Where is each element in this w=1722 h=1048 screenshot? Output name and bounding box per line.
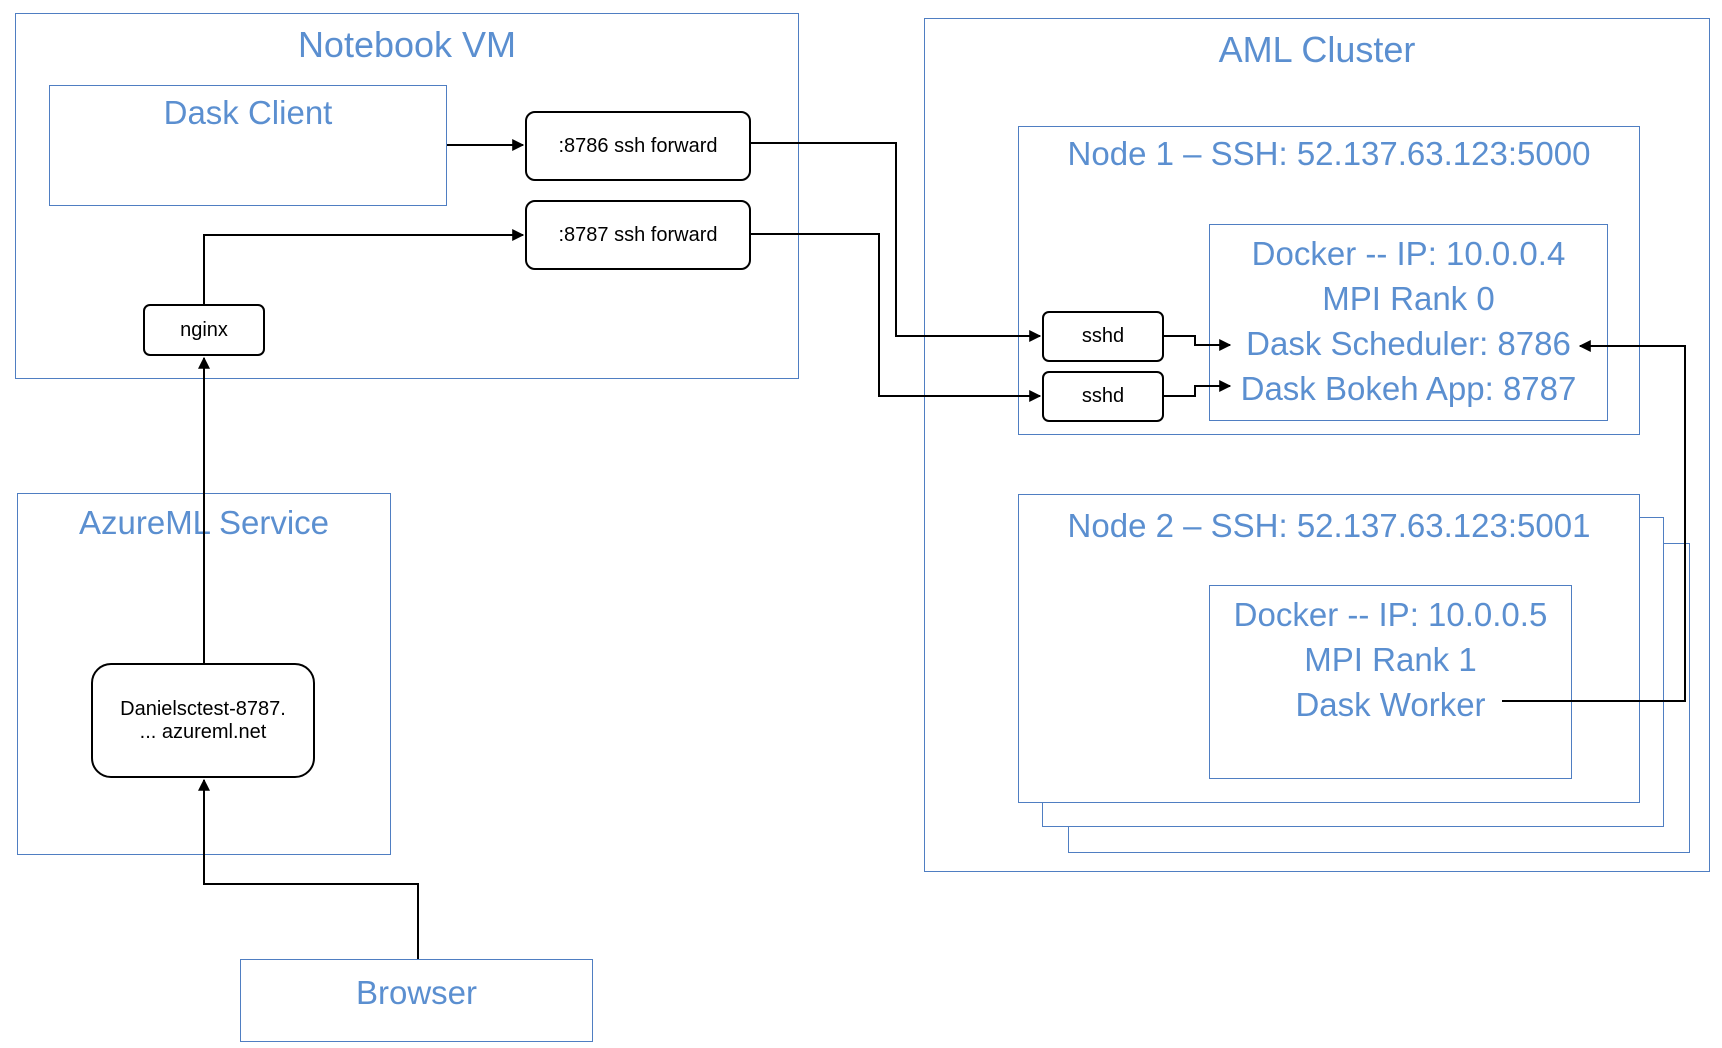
sshd-box-1: sshd: [1042, 311, 1164, 362]
nginx-box: nginx: [143, 304, 265, 356]
arrow-sshd2-to-bokeh: [1164, 380, 1232, 397]
node1-title: Node 1 – SSH: 52.137.63.123:5000: [1067, 135, 1591, 172]
browser-label: Browser: [355, 974, 478, 1011]
node1-docker-box: Docker -- IP: 10.0.0.4 MPI Rank 0 Dask S…: [1209, 224, 1608, 421]
notebook-vm-box: Notebook VM: [15, 13, 799, 379]
node2-box: Node 2 – SSH: 52.137.63.123:5001: [1018, 494, 1640, 803]
notebook-vm-title: Notebook VM: [297, 24, 517, 65]
ssh-forward-8787-box: :8787 ssh forward: [525, 200, 751, 270]
arrow-browser-to-endpoint: [198, 778, 419, 959]
node1-box: Node 1 – SSH: 52.137.63.123:5000: [1018, 126, 1640, 435]
endpoint-line-1: Danielsctest-8787.: [120, 697, 286, 720]
node2-docker-line-1: Docker -- IP: 10.0.0.5: [1233, 596, 1548, 633]
node2-title: Node 2 – SSH: 52.137.63.123:5001: [1067, 507, 1591, 544]
ssh-forward-8786-box: :8786 ssh forward: [525, 111, 751, 181]
arrow-8787-to-sshd2: [751, 233, 1042, 402]
node1-docker-line-2: MPI Rank 0: [1322, 280, 1495, 317]
node2-docker-box: Docker -- IP: 10.0.0.5 MPI Rank 1 Dask W…: [1209, 585, 1572, 779]
node2-docker-line-3: Dask Worker: [1295, 686, 1486, 723]
node2-docker-line-2: MPI Rank 1: [1304, 641, 1477, 678]
node1-docker-line-1: Docker -- IP: 10.0.0.4: [1251, 235, 1566, 272]
aml-cluster-title: AML Cluster: [1218, 29, 1416, 70]
dask-client-label: Dask Client: [163, 94, 333, 131]
arrow-nginx-to-8787: [203, 229, 525, 304]
arrow-8786-to-sshd1: [751, 142, 1042, 342]
azureml-endpoint-box: Danielsctest-8787. ... azureml.net: [91, 663, 315, 778]
arrow-sshd1-to-scheduler: [1164, 335, 1232, 351]
browser-box: Browser: [240, 959, 593, 1042]
sshd-box-2: sshd: [1042, 371, 1164, 422]
dask-client-box: Dask Client: [49, 85, 447, 206]
node1-docker-line-4: Dask Bokeh App: 8787: [1240, 370, 1577, 407]
node1-docker-line-3: Dask Scheduler: 8786: [1246, 325, 1571, 362]
aml-cluster-box: AML Cluster: [924, 18, 1710, 872]
arrow-worker-to-scheduler: [1502, 340, 1686, 702]
endpoint-line-2: ... azureml.net: [139, 720, 267, 743]
